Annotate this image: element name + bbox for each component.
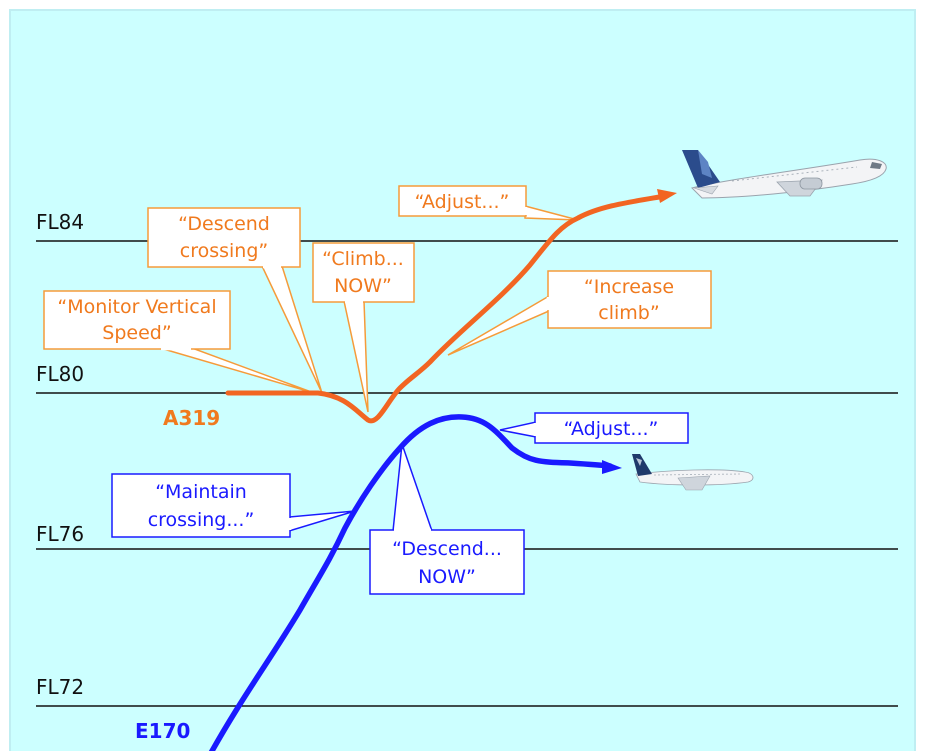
- airplane-icon: [632, 454, 754, 491]
- callout-adjust-bottom-text: “Adjust...”: [564, 418, 659, 440]
- callout-maintain-line2: crossing...”: [148, 509, 255, 531]
- callout-maintain-line1: “Maintain: [155, 481, 247, 503]
- callout-monitor-vertical-speed: “Monitor Vertical Speed”: [43, 290, 315, 394]
- fl80-label: FL80: [36, 362, 84, 386]
- callout-climb-now: “Climb... NOW”: [312, 242, 415, 413]
- callout-adjust-bottom: “Adjust...”: [499, 412, 689, 444]
- e170-arrowhead: [602, 460, 622, 474]
- airplane-icon: [682, 150, 887, 199]
- callout-climb-line1: “Climb...: [322, 248, 404, 270]
- callout-adjust-top-text: “Adjust...”: [415, 191, 510, 213]
- callout-increase-line1: “Increase: [584, 276, 674, 298]
- callout-increase-climb: “Increase climb”: [447, 270, 712, 356]
- fl76-label: FL76: [36, 522, 84, 546]
- callout-descend-crossing: “Descend crossing”: [147, 207, 323, 394]
- a319-flight-path: [225, 193, 668, 424]
- callout-monitor-line1: “Monitor Vertical: [57, 296, 216, 318]
- e170-label: E170: [135, 719, 190, 743]
- panel-background: [9, 9, 916, 751]
- callout-monitor-line2: Speed”: [102, 322, 171, 344]
- callout-maintain-crossing: “Maintain crossing...”: [111, 473, 356, 538]
- a319-label: A319: [163, 406, 220, 430]
- e170-flight-path: [208, 414, 613, 751]
- callout-climb-line2: NOW”: [334, 275, 392, 297]
- callout-increase-line2: climb”: [598, 302, 659, 324]
- callout-descend-now-line1: “Descend...: [392, 538, 502, 560]
- fl72-label: FL72: [36, 675, 84, 699]
- a319-arrowhead: [657, 189, 677, 203]
- callout-descend-now: “Descend... NOW”: [369, 443, 525, 595]
- callout-descend-now-line2: NOW”: [418, 566, 476, 588]
- callout-adjust-top: “Adjust...”: [398, 185, 579, 221]
- callout-descend-line1: “Descend: [178, 213, 270, 235]
- callout-descend-line2: crossing”: [180, 240, 269, 262]
- fl84-label: FL84: [36, 210, 84, 234]
